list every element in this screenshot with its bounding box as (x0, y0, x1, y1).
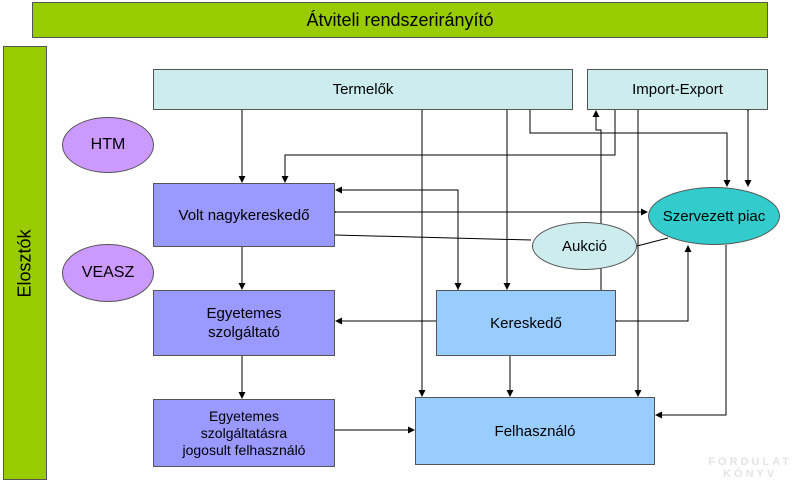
arrow-trader-market-bidir (611, 245, 692, 325)
import-export-box: Import-Export (587, 69, 768, 110)
trader-label: Kereskedő (490, 314, 562, 332)
trader-box: Kereskedő (436, 290, 616, 356)
tso-label: Átviteli rendszerirányító (306, 9, 494, 30)
import-export-label: Import-Export (632, 81, 723, 98)
producers-label: Termelők (332, 81, 394, 98)
watermark-line-1: FORDULAT (708, 456, 792, 468)
organized-market-label: Szervezett piac (662, 207, 766, 225)
organized-market-ellipse: Szervezett piac (648, 187, 780, 245)
former-wholesaler-label: Volt nagykereskedő (178, 206, 310, 224)
arrow-trader-to-wholesaler (335, 186, 459, 290)
eligible-consumer-label-line-2: szolgáltatásra (200, 424, 288, 441)
universal-provider-box: Egyetemes szolgáltató (153, 290, 335, 356)
arrow-producers-to-market (529, 110, 731, 187)
former-wholesaler-box: Volt nagykereskedő (153, 183, 335, 247)
auction-label: Aukció (561, 237, 608, 255)
watermark-line-2: KÖNYV (723, 468, 778, 480)
arrow-import-to-wholesaler (281, 110, 616, 183)
veasz-label: VEASZ (81, 264, 135, 281)
consumer-label: Felhasználó (494, 422, 576, 440)
publisher-watermark: FORDULAT KÖNYV (708, 456, 792, 480)
arrow-auction-to-market (636, 237, 669, 247)
htm-label: HTM (90, 136, 126, 153)
eligible-consumer-box: Egyetemes szolgáltatásra jogosult felhas… (153, 399, 335, 467)
universal-provider-label-line-2: szolgáltató (208, 324, 280, 341)
htm-ellipse: HTM (62, 117, 154, 173)
transmission-system-operator-box: Átviteli rendszerirányító (32, 2, 768, 38)
eligible-consumer-label-line-3: jogosult felhasználó (182, 441, 306, 458)
producers-box: Termelők (153, 69, 573, 110)
arrow-wholesaler-to-auction (334, 234, 532, 241)
distributors-box: Elosztók (3, 46, 47, 480)
consumer-box: Felhasználó (415, 397, 655, 465)
auction-ellipse: Aukció (532, 222, 637, 270)
universal-provider-label-line-1: Egyetemes (206, 305, 282, 322)
veasz-ellipse: VEASZ (62, 244, 154, 302)
distributors-label: Elosztók (14, 228, 35, 298)
eligible-consumer-label-line-1: Egyetemes (208, 407, 280, 424)
arrow-market-to-consumer (655, 245, 727, 419)
